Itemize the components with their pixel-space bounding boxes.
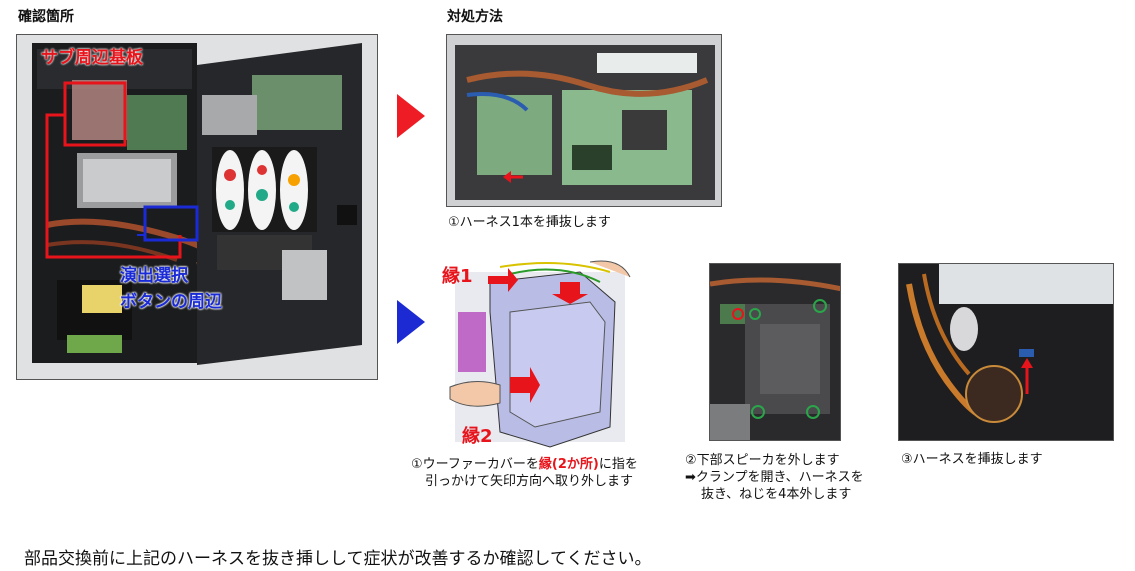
harness-photo-top	[446, 34, 722, 207]
step2-line1: ②下部スピーカを外します	[685, 453, 840, 468]
effect-select-label-line2: ボタンの周辺	[120, 292, 222, 312]
remedy-header: 対処方法	[447, 9, 503, 25]
step1-line1: ①ウーファーカバーを縁(2か所)に指を	[411, 456, 701, 473]
step1-part-a: ①ウーファーカバーを	[411, 457, 539, 472]
blue-arrow-icon	[397, 300, 425, 344]
step1-part-c: に指を	[598, 457, 638, 472]
step3-caption: ③ハーネスを挿抜します	[901, 452, 1043, 467]
step2-line3: 抜き、ねじを4本外します	[701, 487, 852, 502]
step2-line2: ➡クランプを開き、ハーネスを	[685, 470, 864, 485]
red-arrow-icon	[397, 94, 425, 138]
woofer-cover-diagram: 縁1 縁2	[440, 252, 632, 450]
step1-line2: 引っかけて矢印方向へ取り外します	[425, 474, 634, 489]
step2-caption: ②下部スピーカを外します ➡クランプを開き、ハーネスを 抜き、ねじを4本外します	[685, 452, 895, 503]
sub-board-label: サブ周辺基板	[41, 48, 143, 68]
harness-photo-bottom	[898, 263, 1114, 441]
step1-part-b-edges: 縁(2か所)	[538, 457, 599, 472]
edge2-label: 縁2	[462, 426, 493, 447]
red-path-caption: ①ハーネス1本を挿抜します	[448, 215, 611, 230]
edge1-label: 縁1	[442, 266, 473, 287]
step1-caption: ①ウーファーカバーを縁(2か所)に指を 引っかけて矢印方向へ取り外します	[411, 456, 701, 490]
machine-photo: サブ周辺基板 演出選択 ボタンの周辺	[16, 34, 378, 380]
speaker-photo	[709, 263, 841, 441]
confirm-location-header: 確認箇所	[18, 9, 74, 25]
effect-select-label: 演出選択 ボタンの周辺	[120, 263, 222, 315]
effect-select-label-line1: 演出選択	[120, 266, 188, 286]
footer-instruction: 部品交換前に上記のハーネスを抜き挿しして症状が改善するか確認してください。	[24, 549, 652, 569]
